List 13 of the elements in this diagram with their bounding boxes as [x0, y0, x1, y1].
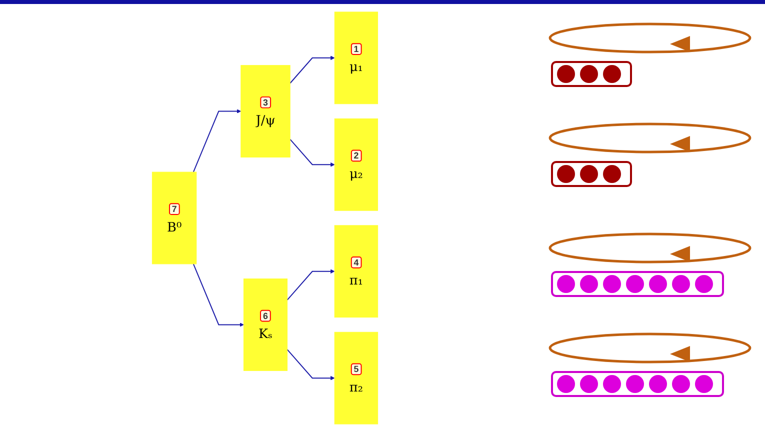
arrow — [290, 138, 335, 167]
particle-box: 1 μ₁ — [334, 12, 378, 104]
arrow — [192, 109, 242, 173]
particle-box: 2 μ₂ — [334, 118, 378, 211]
arrow — [192, 263, 244, 327]
arrow — [286, 269, 335, 300]
arrow — [286, 349, 335, 380]
particle-box: 7 B⁰ — [152, 172, 197, 264]
particle-box: 3 J/ψ — [240, 65, 290, 158]
particle-box: 6 Kₛ — [243, 278, 288, 371]
arrow — [290, 56, 335, 84]
particle-box: 5 π₂ — [334, 332, 378, 424]
particle-box: 4 π₁ — [334, 225, 378, 318]
